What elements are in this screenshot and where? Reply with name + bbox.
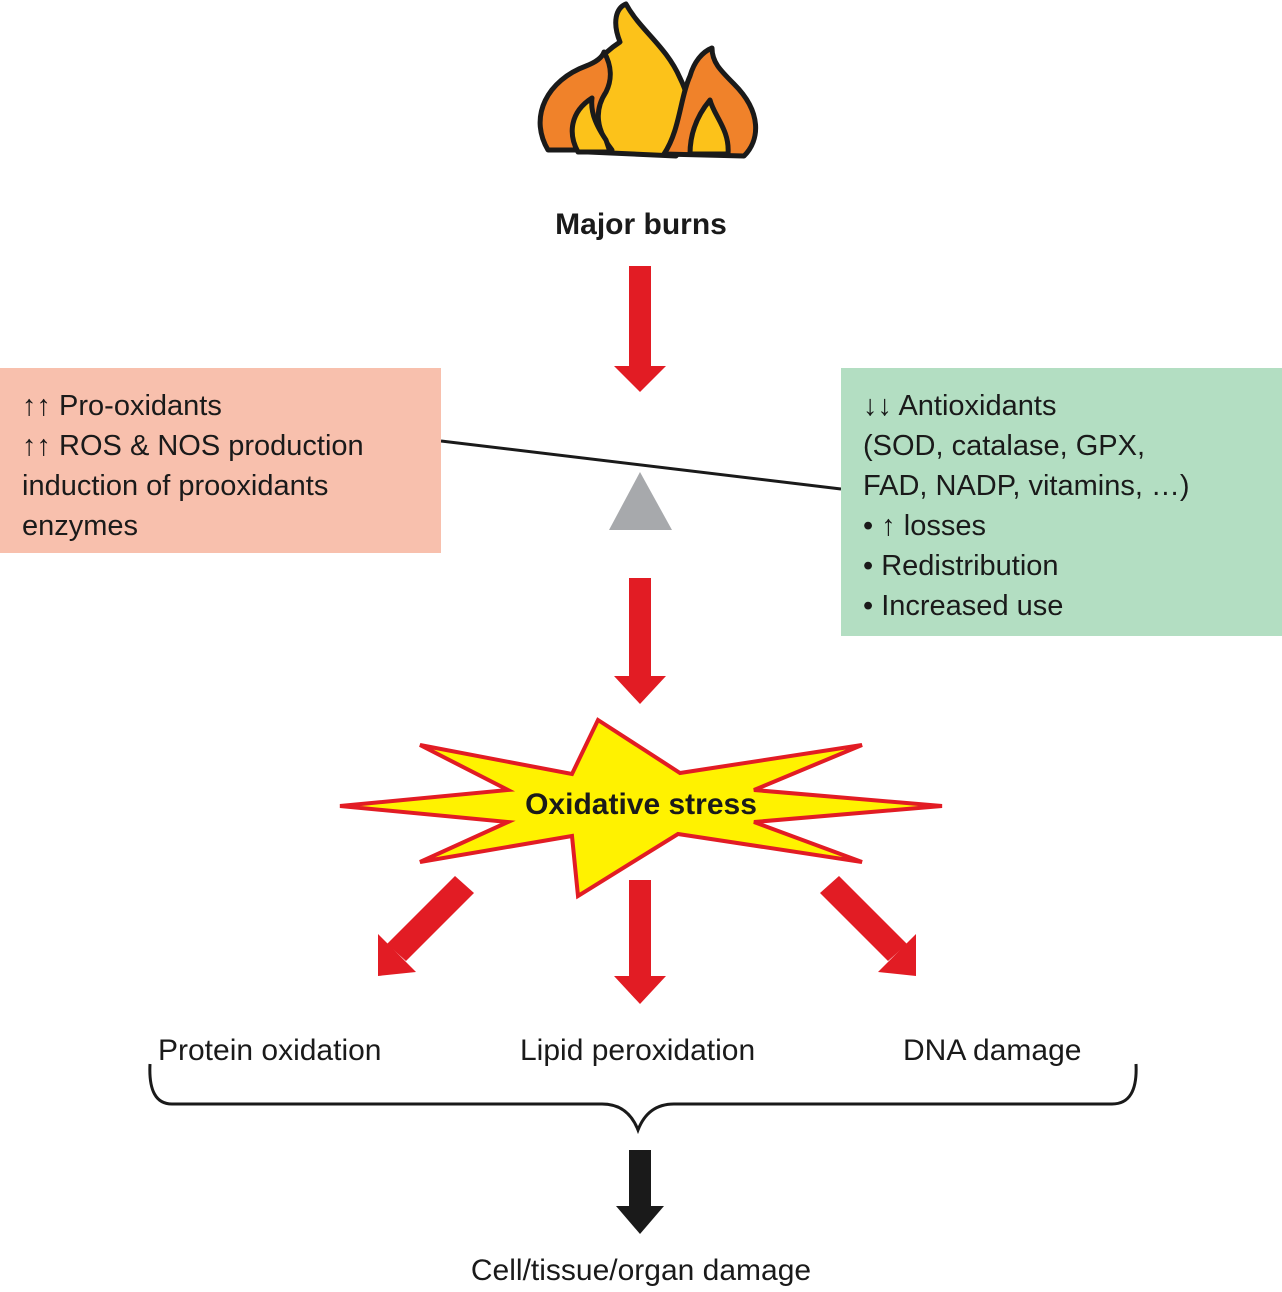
arrow-burns-to-balance xyxy=(614,266,666,392)
pro-oxidants-box: ↑↑ Pro-oxidants ↑↑ ROS & NOS production … xyxy=(0,368,441,553)
antioxidants-line: • Redistribution xyxy=(863,550,1059,582)
outcome-lipid-peroxidation: Lipid peroxidation xyxy=(520,1034,756,1067)
arrow-to-dna xyxy=(820,876,916,976)
antioxidants-line: ↓↓ Antioxidants xyxy=(863,390,1057,422)
final-outcome-label: Cell/tissue/organ damage xyxy=(470,1254,812,1287)
pro-oxidants-line: ↑↑ ROS & NOS production xyxy=(22,430,364,462)
outcome-protein-oxidation: Protein oxidation xyxy=(158,1034,382,1067)
pro-oxidants-line: enzymes xyxy=(22,510,139,542)
antioxidants-line: • Increased use xyxy=(863,590,1064,622)
outcome-dna-damage: DNA damage xyxy=(903,1034,1082,1067)
oxidative-stress-label: Oxidative stress xyxy=(525,788,757,821)
pro-oxidants-line: induction of prooxidants xyxy=(22,470,329,502)
balance-fulcrum xyxy=(609,472,672,530)
arrow-to-final xyxy=(616,1150,664,1234)
outcomes-brace xyxy=(148,1063,1138,1135)
balance-beam xyxy=(440,439,842,491)
arrow-to-protein xyxy=(378,876,474,976)
arrow-to-lipid xyxy=(614,880,666,1004)
flame-icon xyxy=(537,1,758,159)
flame-right-inner xyxy=(687,97,731,157)
antioxidants-box: ↓↓ Antioxidants (SOD, catalase, GPX, FAD… xyxy=(841,368,1282,636)
antioxidants-line: (SOD, catalase, GPX, xyxy=(863,430,1146,462)
antioxidants-line: • ↑ losses xyxy=(863,510,986,542)
antioxidants-line: FAD, NADP, vitamins, …) xyxy=(863,470,1190,502)
pro-oxidants-line: ↑↑ Pro-oxidants xyxy=(22,390,222,422)
oxidative-stress-starburst xyxy=(339,717,943,900)
flame-left-inner xyxy=(569,95,613,155)
major-burns-title: Major burns xyxy=(555,208,727,241)
arrow-balance-to-stress xyxy=(614,578,666,704)
